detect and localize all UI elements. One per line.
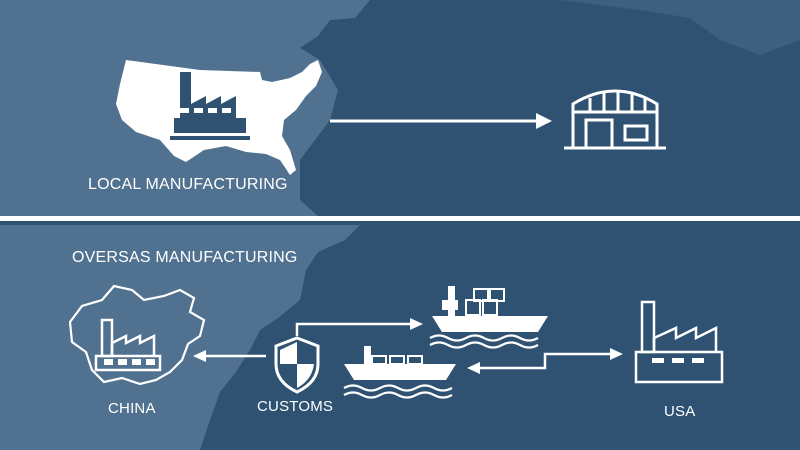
local-manufacturing-label: LOCAL MANUFACTURING xyxy=(88,176,288,193)
arrow-customs-to-ship xyxy=(295,318,423,336)
warehouse-icon xyxy=(564,89,666,150)
overseas-manufacturing-label: OVERSAS MANUFACTURING xyxy=(72,249,298,266)
factory-icon xyxy=(634,300,724,384)
usa-label: USA xyxy=(664,403,696,420)
china-label: CHINA xyxy=(108,400,156,417)
factory-icon xyxy=(94,318,162,372)
arrow-to-warehouse xyxy=(330,113,552,129)
customs-label: CUSTOMS xyxy=(257,398,334,415)
cargo-ship-icon xyxy=(343,346,456,399)
section-divider xyxy=(0,216,800,221)
arrow-ships-usa xyxy=(467,348,623,374)
arrow-customs-to-china xyxy=(193,350,266,362)
factory-icon xyxy=(170,72,250,140)
china-map xyxy=(68,284,206,386)
shield-icon xyxy=(274,336,320,394)
cargo-ship-icon xyxy=(429,286,548,349)
